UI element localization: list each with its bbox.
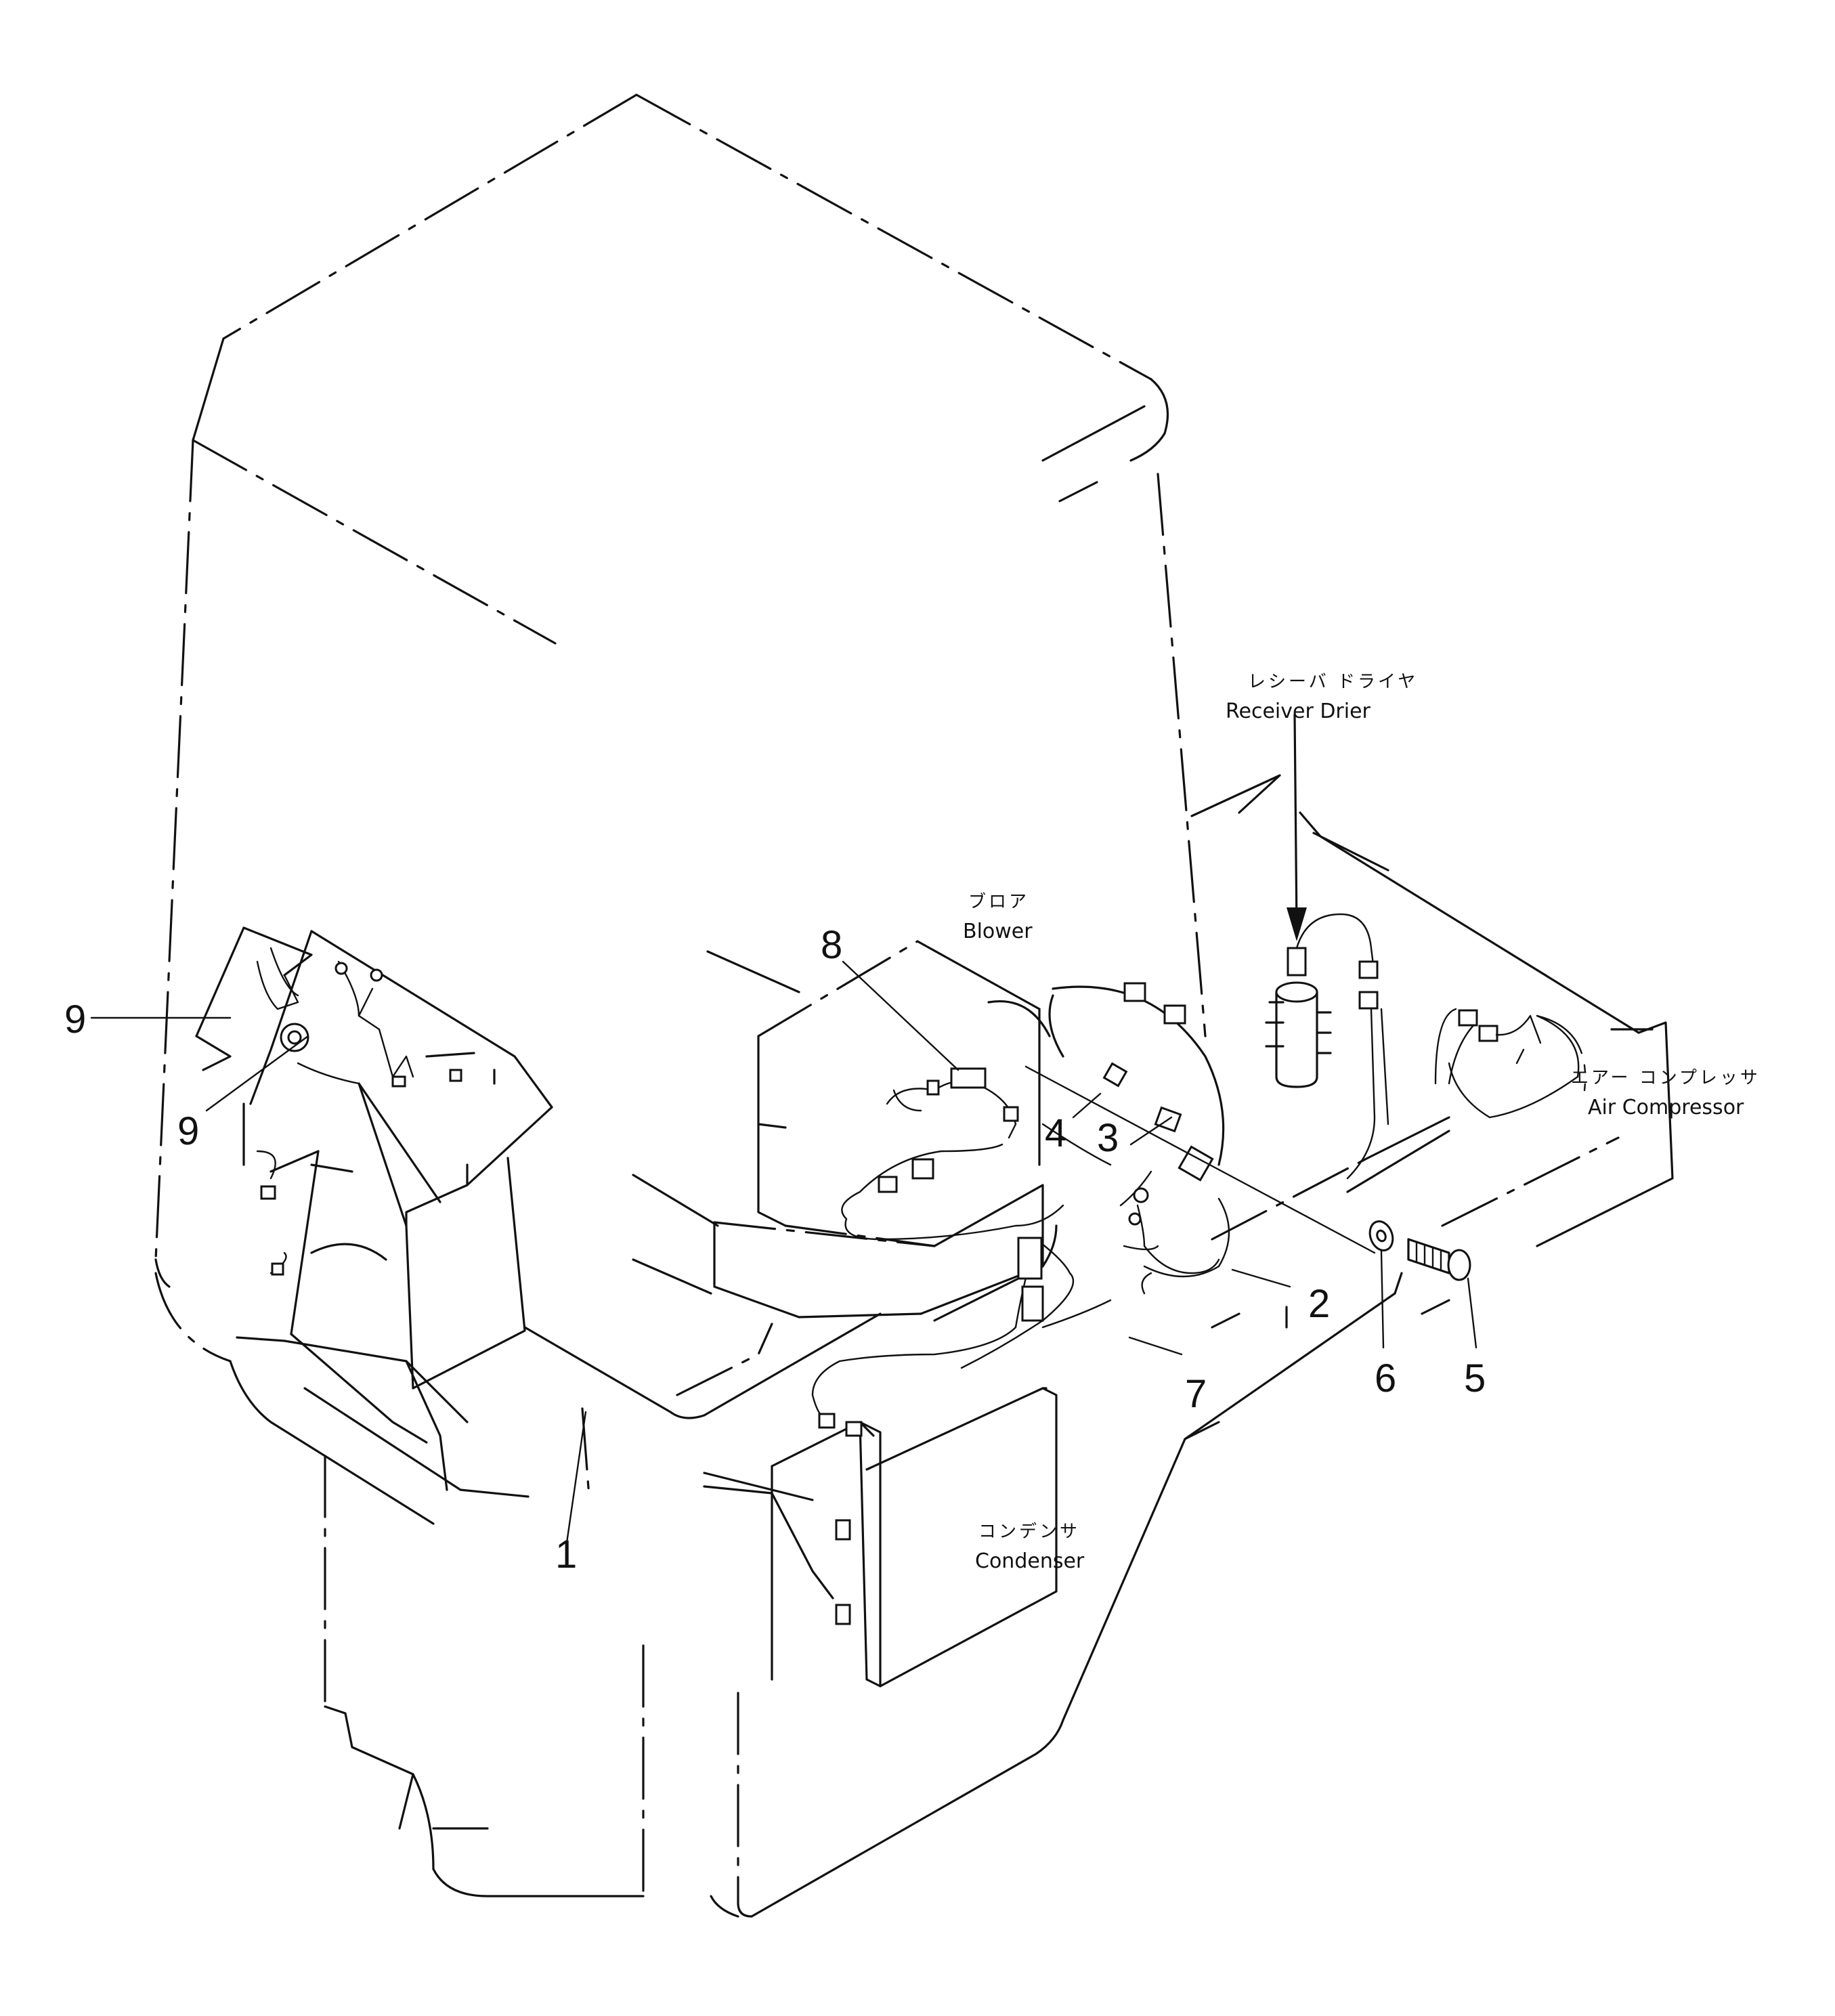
callout-1: 1 — [555, 1532, 577, 1577]
air-compressor-label: Air Compressor — [1588, 1096, 1744, 1119]
blower-relays — [1041, 1062, 1230, 1295]
condenser-label: Condenser — [975, 1549, 1085, 1573]
air-compressor — [1346, 1008, 1586, 1193]
callout-2: 2 — [1308, 1282, 1330, 1326]
callout-8: 8 — [821, 923, 842, 967]
callout-4: 4 — [1045, 1111, 1066, 1155]
blower-harness — [841, 982, 1186, 1241]
callout-3: 3 — [1097, 1116, 1119, 1160]
blower-label: Blower — [963, 920, 1033, 943]
base-frame — [324, 1292, 1396, 1918]
receiver-drier — [1265, 913, 1389, 1180]
callout-5: 5 — [1464, 1356, 1486, 1400]
component-labels: レシーバ ドライヤ Receiver Drier ブロア Blower エアー … — [963, 672, 1761, 1573]
callout-9-bottom: 9 — [177, 1109, 199, 1153]
left-console — [195, 926, 553, 1498]
right-frame — [1190, 774, 1674, 1329]
air-compressor-label-jp: エアー コンプレッサ — [1571, 1068, 1761, 1088]
condenser-label-jp: コンデンサ — [978, 1522, 1080, 1542]
cab-outline — [154, 93, 1207, 1525]
condenser-harness — [811, 1237, 1112, 1437]
condenser-unit — [703, 1387, 1058, 1688]
callout-7: 7 — [1185, 1372, 1207, 1416]
blower-unit — [632, 940, 1225, 1396]
left-harness — [256, 947, 462, 1276]
blower-label-jp: ブロア — [968, 892, 1029, 912]
callout-9-top: 9 — [64, 998, 86, 1042]
callout-6: 6 — [1375, 1356, 1396, 1400]
bolt-washer — [1024, 1065, 1471, 1281]
receiver-drier-label-jp: レシーバ ドライヤ — [1248, 672, 1418, 692]
receiver-drier-label: Receiver Drier — [1226, 700, 1371, 723]
leader-lines — [90, 713, 1477, 1549]
callout-numbers: 1 2 3 4 5 6 7 8 9 9 — [64, 923, 1486, 1577]
